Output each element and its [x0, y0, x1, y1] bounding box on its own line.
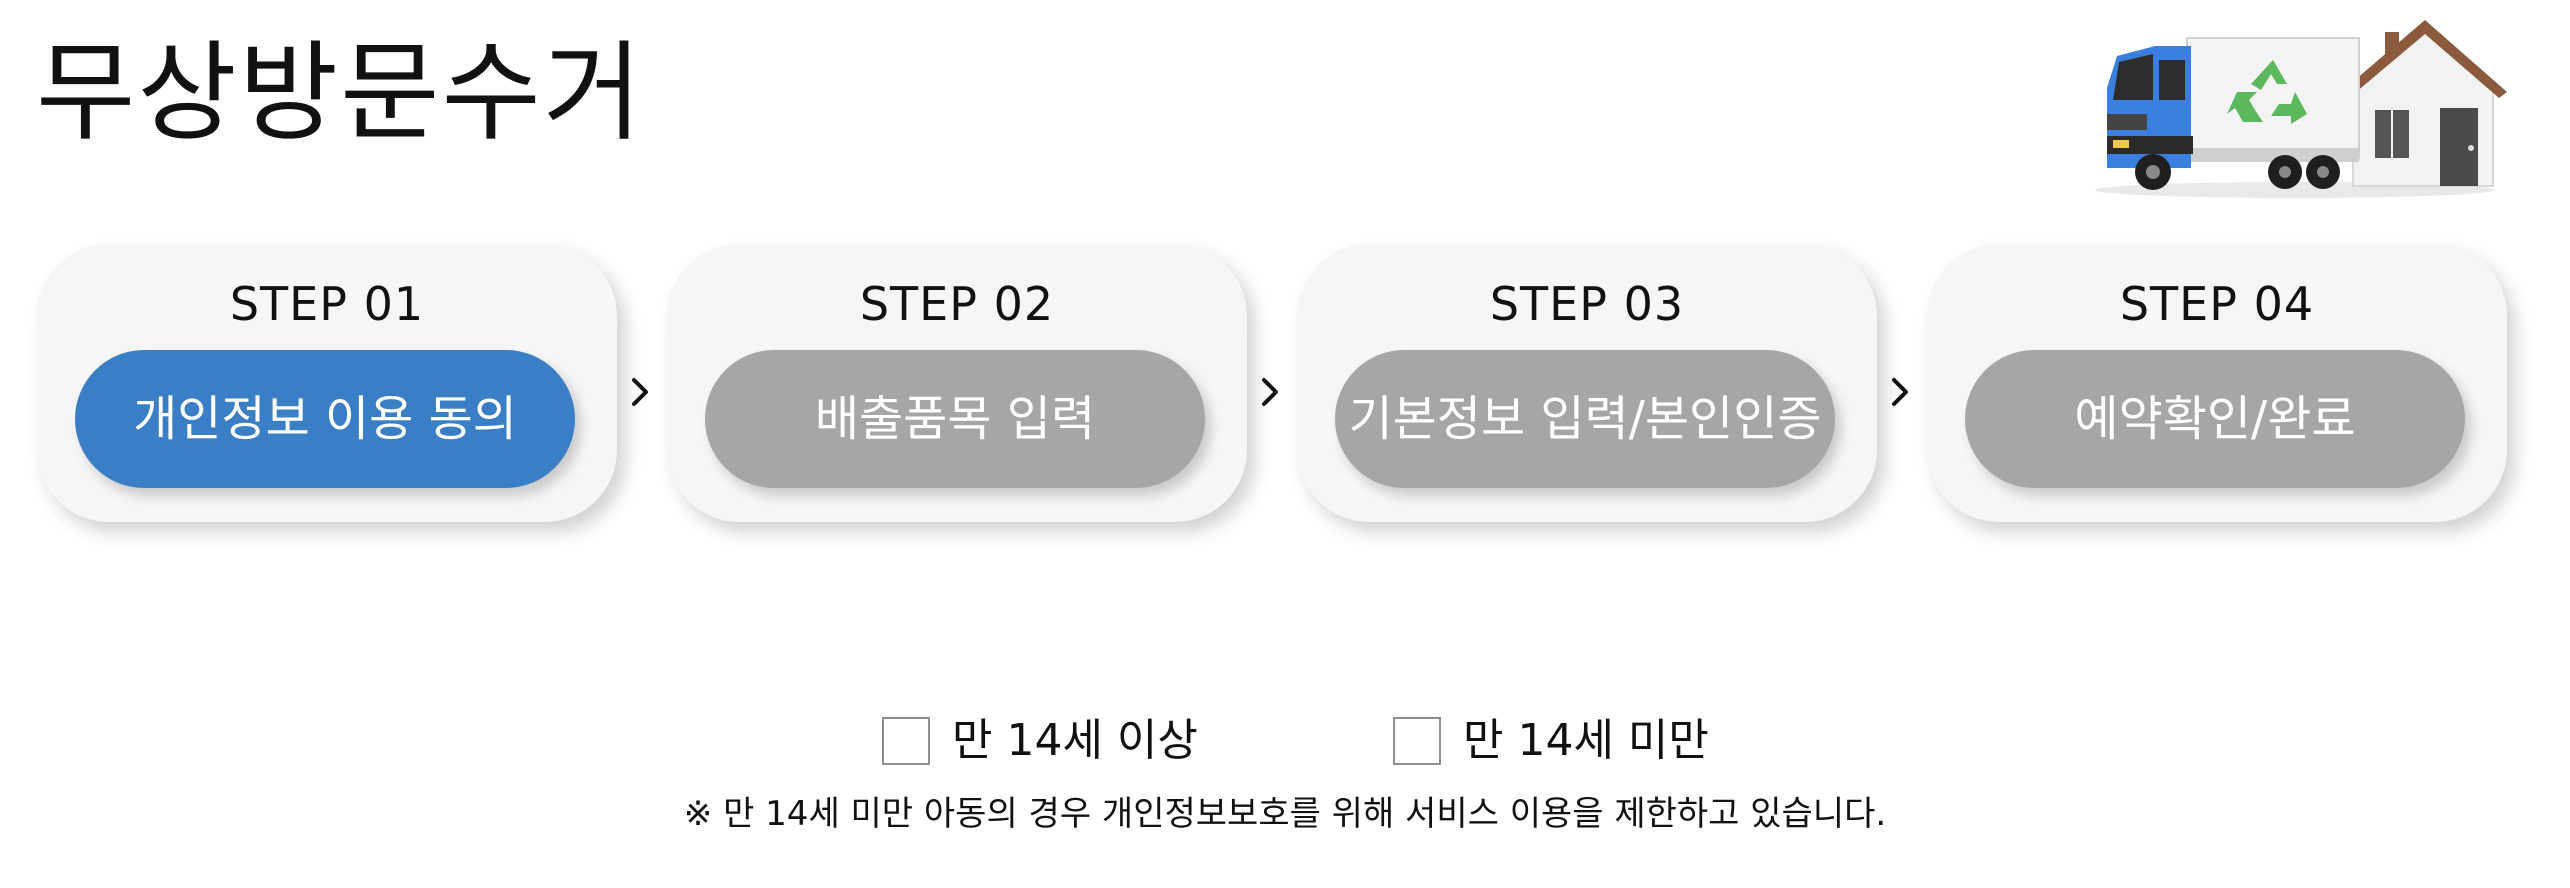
truck-icon	[2107, 37, 2360, 190]
checkbox-14-and-over[interactable]	[882, 717, 930, 765]
step-label: STEP 04	[2119, 277, 2315, 331]
page-title: 무상방문수거	[36, 31, 645, 156]
step-button-disposal-items[interactable]: 배출품목 입력	[705, 350, 1205, 488]
step-button-basic-info-verification[interactable]: 기본정보 입력/본인인증	[1335, 350, 1835, 488]
age-option-14-and-over[interactable]: 만 14세 이상	[882, 715, 1198, 767]
step-label: STEP 03	[1489, 277, 1685, 331]
step-card-03: STEP 03 기본정보 입력/본인인증	[1297, 244, 1877, 522]
step-button-reservation-confirm[interactable]: 예약확인/완료	[1965, 350, 2465, 488]
age-option-label: 만 14세 미만	[1463, 715, 1709, 766]
step-label: STEP 01	[229, 277, 425, 331]
age-restriction-notice: ※ 만 14세 미만 아동의 경우 개인정보보호를 위해 서비스 이용을 제한하…	[683, 794, 1887, 834]
truck-house-illustration	[2095, 20, 2507, 198]
age-option-label: 만 14세 이상	[952, 715, 1198, 766]
recycle-icon	[2227, 60, 2307, 124]
chevron-right-icon	[1892, 378, 1908, 406]
age-option-under-14[interactable]: 만 14세 미만	[1393, 715, 1709, 767]
chevron-right-icon	[632, 378, 648, 406]
step-card-02: STEP 02 배출품목 입력	[667, 244, 1247, 522]
step-label: STEP 02	[859, 277, 1055, 331]
chevron-right-icon	[1262, 378, 1278, 406]
step-button-privacy-consent[interactable]: 개인정보 이용 동의	[75, 350, 575, 488]
step-card-04: STEP 04 예약확인/완료	[1927, 244, 2507, 522]
house-icon	[2341, 20, 2507, 187]
checkbox-under-14[interactable]	[1393, 717, 1441, 765]
step-card-01: STEP 01 개인정보 이용 동의	[37, 244, 617, 522]
